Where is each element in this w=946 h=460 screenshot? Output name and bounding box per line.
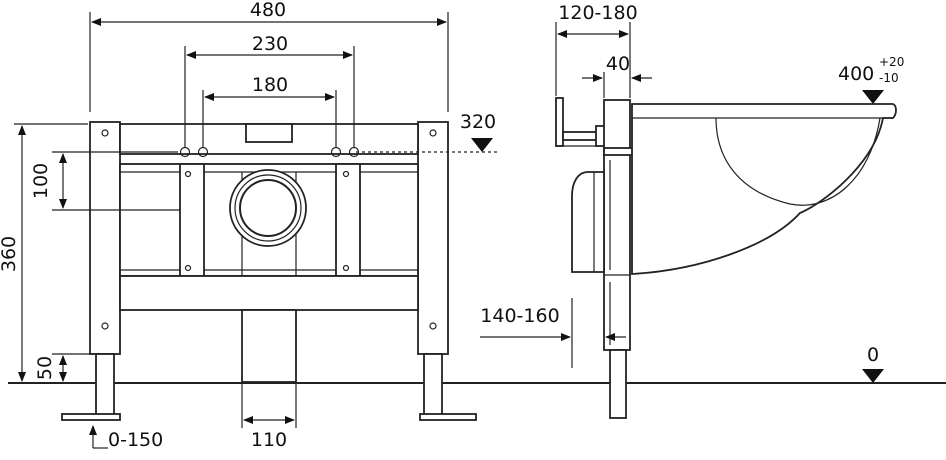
right-leg xyxy=(417,121,449,355)
right-bracket xyxy=(335,163,361,277)
toilet-bowl xyxy=(631,103,897,275)
dim-0-150: 0-150 xyxy=(108,429,163,451)
dim-400: 400 xyxy=(838,63,874,85)
dim-480: 480 xyxy=(250,0,286,21)
dim-400-plus-tolerance: +20 xyxy=(879,55,904,69)
bowl-height-arrow xyxy=(862,90,884,104)
left-bracket xyxy=(179,163,205,277)
right-leg-tube xyxy=(423,353,443,419)
dim-180: 180 xyxy=(252,74,288,96)
dim-360: 360 xyxy=(0,236,20,272)
wall-bracket xyxy=(555,97,564,147)
left-leg-tube xyxy=(95,353,115,419)
dim-100: 100 xyxy=(30,163,52,199)
drain-bend xyxy=(571,171,605,273)
left-leg xyxy=(89,121,121,355)
floor-zero-arrow xyxy=(862,369,884,383)
post-tube xyxy=(609,349,627,419)
dim-140-160: 140-160 xyxy=(480,305,559,327)
frame-post xyxy=(603,99,631,351)
dim-120-180: 120-180 xyxy=(558,2,637,24)
dim-320: 320 xyxy=(460,111,496,133)
dim-40: 40 xyxy=(606,53,630,75)
outlet-collar xyxy=(229,169,307,247)
right-foot xyxy=(419,413,477,421)
outlet-opening xyxy=(239,179,297,237)
left-foot xyxy=(61,413,121,421)
bottom-crossbar xyxy=(119,275,419,311)
dim-230: 230 xyxy=(252,33,288,55)
dim-0: 0 xyxy=(867,344,879,366)
dim-110: 110 xyxy=(251,429,287,451)
drain-pipe xyxy=(241,309,297,383)
top-notch xyxy=(245,123,293,143)
dim-400-minus-tolerance: -10 xyxy=(879,71,899,85)
dim-50: 50 xyxy=(34,356,56,380)
height-320-arrow xyxy=(471,138,493,152)
side-view: 120-180 40 400 +20 -10 140-160 0 xyxy=(480,2,904,419)
